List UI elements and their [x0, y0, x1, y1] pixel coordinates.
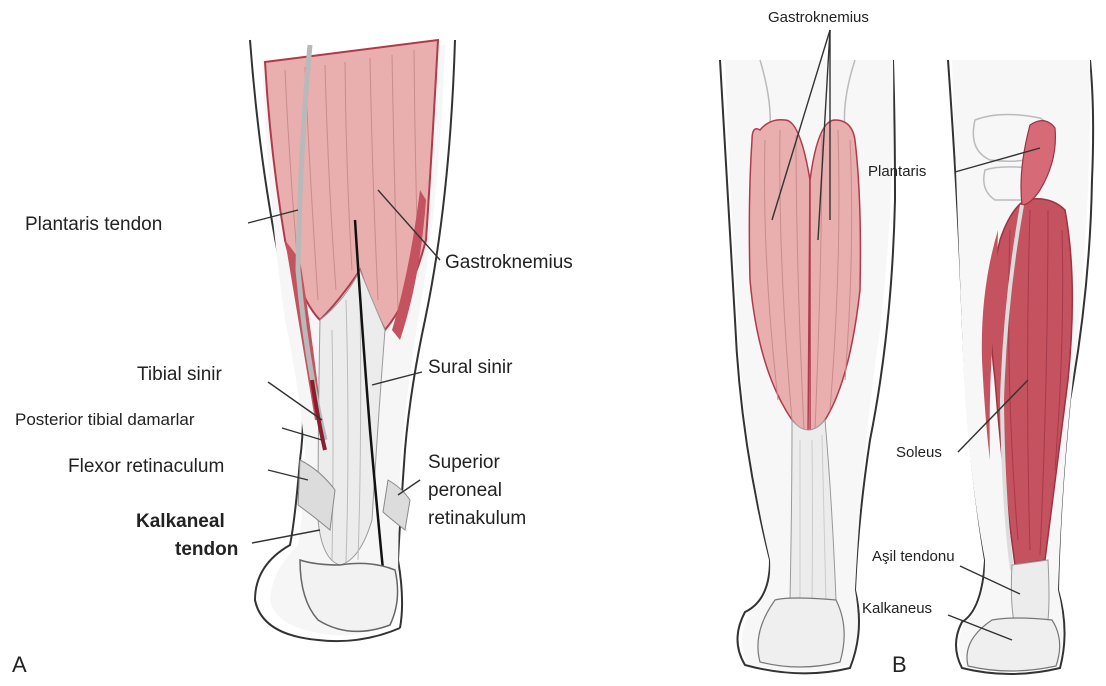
label-achilles-tendon-b: Aşil tendonu	[872, 548, 955, 565]
panel-a-illustration	[250, 40, 455, 641]
label-gastrocnemius-b: Gastroknemius	[768, 9, 869, 26]
label-superior-peroneal-2: peroneal	[428, 480, 502, 501]
label-plantaris-b: Plantaris	[868, 163, 926, 180]
label-tibial-nerve-a: Tibial sinir	[137, 364, 222, 385]
panel-label-a: A	[12, 652, 27, 677]
label-sural-nerve-a: Sural sinir	[428, 357, 513, 378]
label-superior-peroneal-1: Superior	[428, 452, 500, 473]
label-calcaneal-tendon-2: tendon	[175, 539, 238, 560]
panel-b-left-leg	[720, 60, 895, 673]
label-calcaneus-b: Kalkaneus	[862, 600, 932, 617]
label-posterior-tibial-vessels-a: Posterior tibial damarlar	[15, 410, 195, 429]
panel-label-b: B	[892, 652, 907, 677]
label-flexor-retinaculum-a: Flexor retinaculum	[68, 456, 224, 477]
achilles-tendon-b2	[1011, 560, 1049, 622]
label-gastrocnemius-a: Gastroknemius	[445, 252, 573, 273]
heel-b1	[758, 598, 844, 667]
label-soleus-b: Soleus	[896, 444, 942, 461]
label-plantaris-tendon-a: Plantaris tendon	[25, 214, 162, 235]
label-superior-peroneal-3: retinakulum	[428, 508, 526, 529]
panel-b-right-leg	[948, 60, 1093, 674]
label-calcaneal-tendon-1: Kalkaneal	[136, 511, 225, 532]
